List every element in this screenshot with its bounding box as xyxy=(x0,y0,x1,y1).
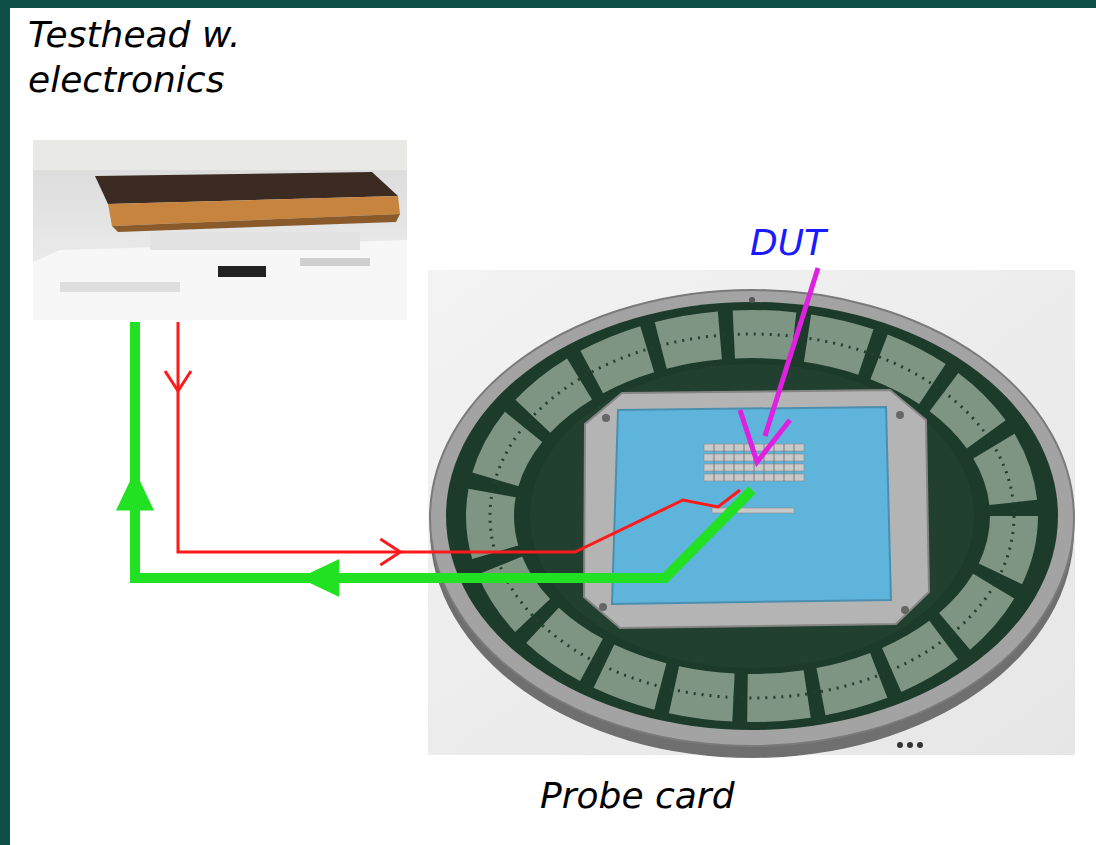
signal-line xyxy=(178,322,740,552)
testhead-node: Testhead w. electronics xyxy=(28,10,413,322)
dut-leader-arrow xyxy=(740,268,818,462)
arrow-head xyxy=(380,539,400,565)
probe-card-caption: Probe card xyxy=(540,773,734,818)
signal-arrow xyxy=(116,322,752,597)
dut-node: DUT xyxy=(700,438,810,490)
signal-line xyxy=(135,322,752,578)
testhead-heading: Testhead w. electronics xyxy=(28,12,348,102)
dut-label: DUT xyxy=(750,220,826,265)
arrow-head xyxy=(165,371,191,391)
arrow-head xyxy=(116,470,154,510)
probe-card-photo xyxy=(428,270,1075,758)
probe-card-node: Probe card DUT xyxy=(428,270,1075,835)
arrow-head xyxy=(299,559,339,597)
testhead-photo xyxy=(33,140,407,320)
signal-arrow xyxy=(165,322,740,565)
